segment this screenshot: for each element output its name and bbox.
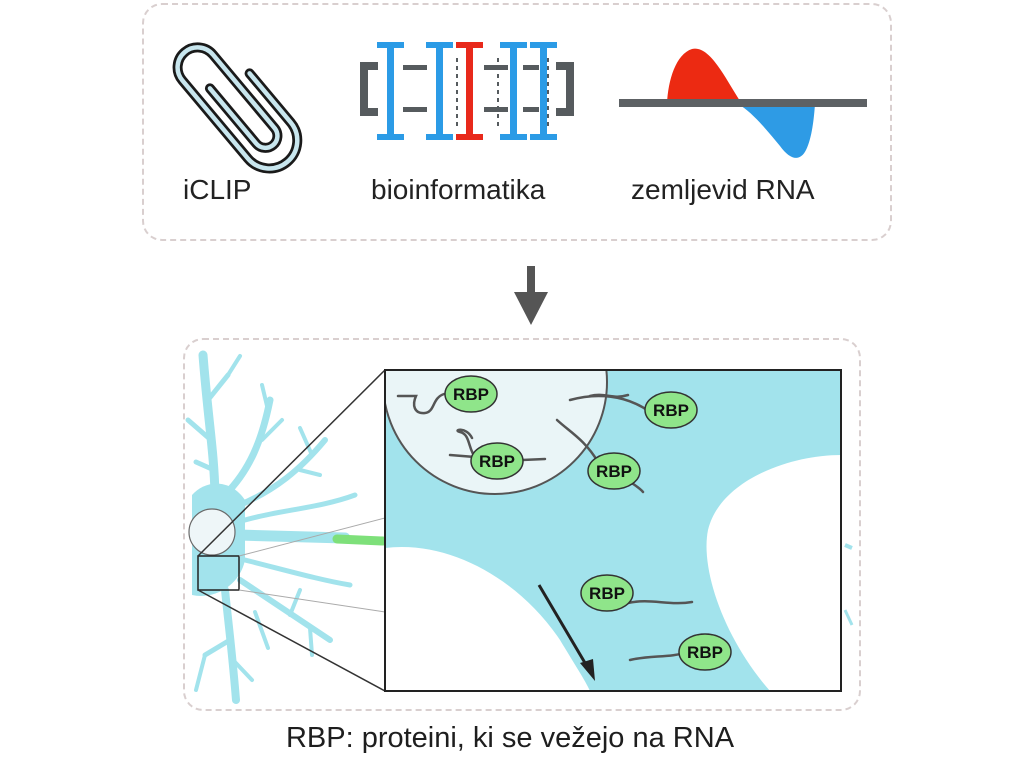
svg-text:RBP: RBP [453, 385, 489, 404]
axon-tip [332, 534, 388, 546]
nucleus [188, 508, 236, 556]
neuron-panel [183, 338, 861, 711]
iclip-label: iCLIP [183, 174, 252, 205]
edge-dendrite [843, 609, 854, 626]
svg-text:RBP: RBP [653, 401, 689, 420]
rbp-protein: RBP [678, 633, 732, 671]
rbp-protein: RBP [470, 442, 524, 480]
rbp-protein: RBP [644, 391, 698, 429]
paperclip-icon [172, 42, 303, 174]
zoom-line-top [197, 369, 386, 557]
caption: RBP: proteini, ki se vežejo na RNA [285, 722, 735, 754]
svg-text:RBP: RBP [596, 462, 632, 481]
methods-panel [142, 3, 892, 241]
zoom-source-box [197, 555, 240, 591]
down-arrow [514, 266, 548, 325]
rbp-protein: RBP [444, 375, 498, 413]
brackets-icon [360, 42, 574, 140]
rbp-protein: RBP [580, 574, 634, 612]
zoom-guide-line-top [238, 517, 386, 557]
rbp-protein: RBP [587, 452, 641, 490]
zoom-view [385, 370, 841, 691]
zoom-line-bottom [197, 589, 386, 692]
svg-text:RBP: RBP [589, 584, 625, 603]
zoom-view-border [384, 369, 842, 692]
rna-map-label: zemljevid RNA [631, 174, 815, 205]
svg-text:RBP: RBP [479, 452, 515, 471]
svg-text:RBP: RBP [687, 643, 723, 662]
bioinformatics-label: bioinformatika [371, 174, 546, 205]
rna-map-icon [619, 48, 867, 158]
zoom-guide-line-bottom [238, 589, 386, 613]
edge-dendrite [844, 543, 853, 550]
